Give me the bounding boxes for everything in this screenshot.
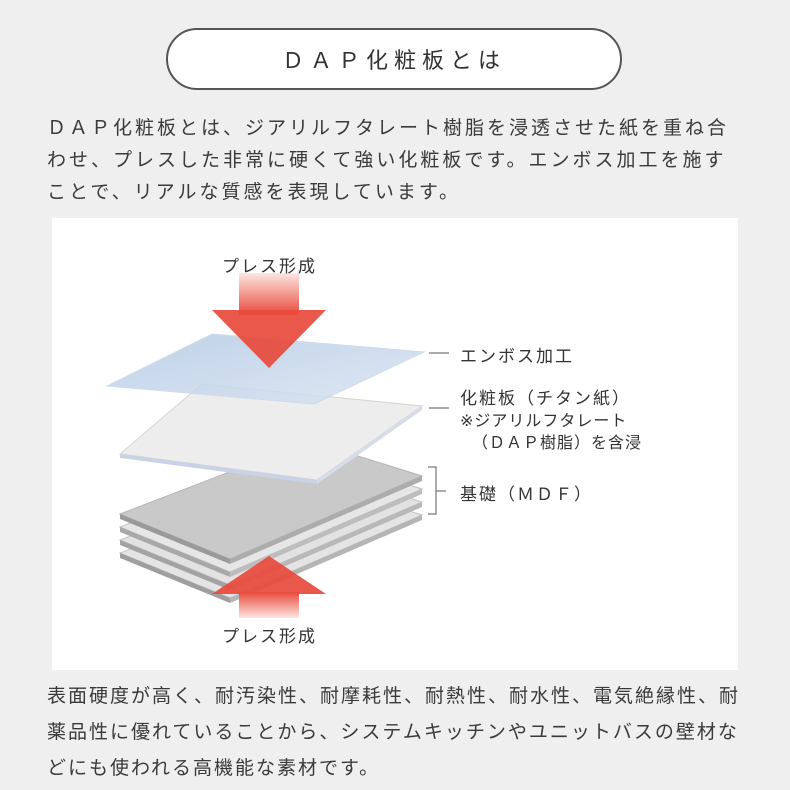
base-mdf-layer bbox=[118, 440, 424, 603]
decor-paper-layer bbox=[118, 383, 424, 484]
emboss-layer bbox=[105, 333, 426, 405]
outro-paragraph: 表面硬度が高く、耐汚染性、耐摩耗性、耐熱性、耐水性、電気絶縁性、耐薬品性に優れて… bbox=[47, 685, 741, 779]
press-arrow-up bbox=[212, 556, 326, 618]
base-label: 基礎（ＭＤＦ） bbox=[460, 485, 593, 505]
page-title: ＤＡＰ化粧板とは bbox=[166, 28, 622, 90]
layer-diagram-graphic bbox=[105, 273, 449, 618]
base-bracket bbox=[428, 466, 446, 515]
layer-diagram: プレス形成 プレス形成 エンボス加工 化粧板（チタン紙） ※ジアリルフタレート … bbox=[52, 218, 738, 670]
emboss-label: エンボス加工 bbox=[460, 347, 574, 367]
press-label-bottom: プレス形成 bbox=[222, 627, 317, 647]
decor-note-1: ※ジアリルフタレート bbox=[460, 411, 628, 430]
decor-label: 化粧板（チタン紙） bbox=[460, 389, 631, 409]
intro-paragraph: ＤＡＰ化粧板とは、ジアリルフタレート樹脂を浸透させた紙を重ね合わせ、プレスした非… bbox=[47, 117, 730, 203]
press-arrow-down bbox=[212, 273, 326, 368]
press-label-top: プレス形成 bbox=[222, 257, 317, 277]
decor-note-2: （ＤＡＰ樹脂）を含浸 bbox=[472, 433, 643, 452]
page-title-text: ＤＡＰ化粧板とは bbox=[281, 49, 506, 74]
